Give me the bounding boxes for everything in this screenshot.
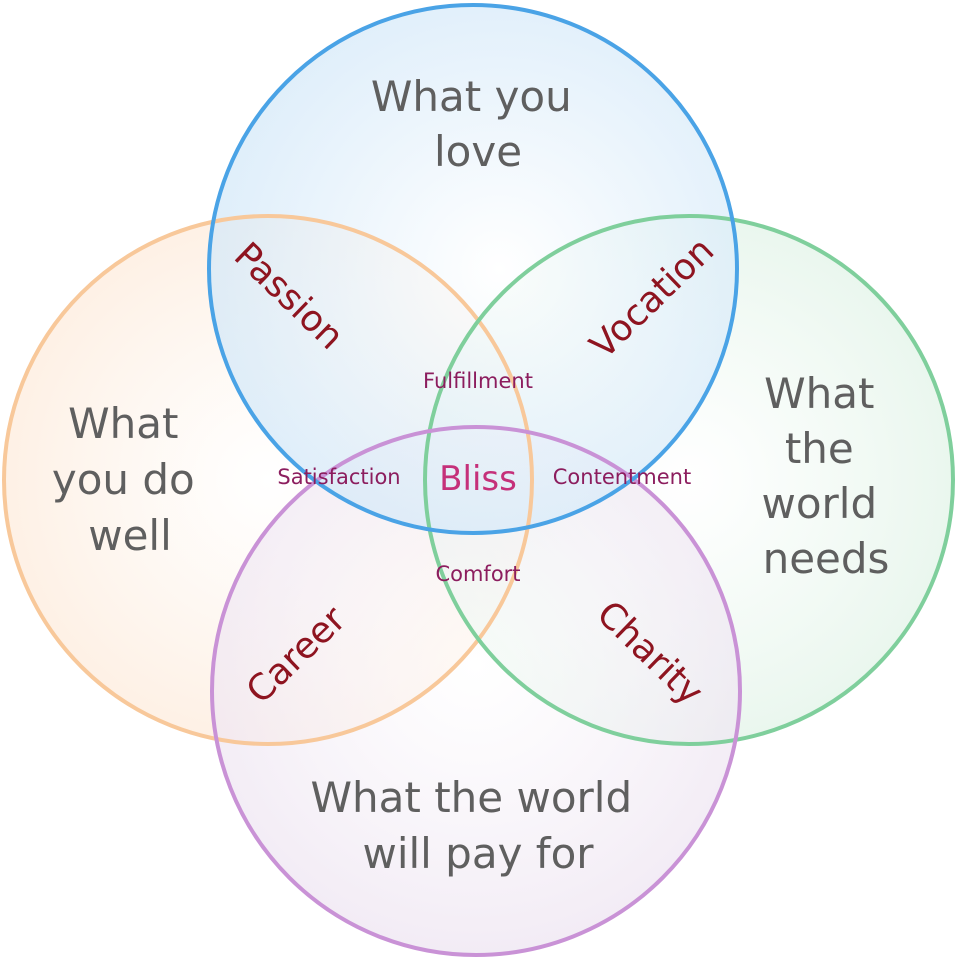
label-what-you-love: What you love: [371, 72, 585, 176]
circle-outline-well: [2, 214, 534, 746]
label-contentment: Contentment: [553, 465, 691, 489]
circle-outline-love: [207, 3, 739, 535]
circle-outline-pay: [210, 425, 742, 957]
circle-what-you-love: [209, 5, 737, 533]
label-satisfaction: Satisfaction: [277, 465, 400, 489]
circle-outline-needs: [423, 214, 955, 746]
label-what-the-world-will-pay-for: What the world will pay for: [311, 773, 646, 878]
label-comfort: Comfort: [435, 562, 520, 586]
label-bliss: Bliss: [439, 459, 517, 499]
label-what-the-world-needs: What the world needs: [761, 369, 890, 583]
label-what-you-do-well: What you do well: [52, 399, 208, 560]
label-fulfillment: Fulfillment: [423, 369, 533, 393]
circle-what-the-world-will-pay-for: [212, 427, 740, 955]
